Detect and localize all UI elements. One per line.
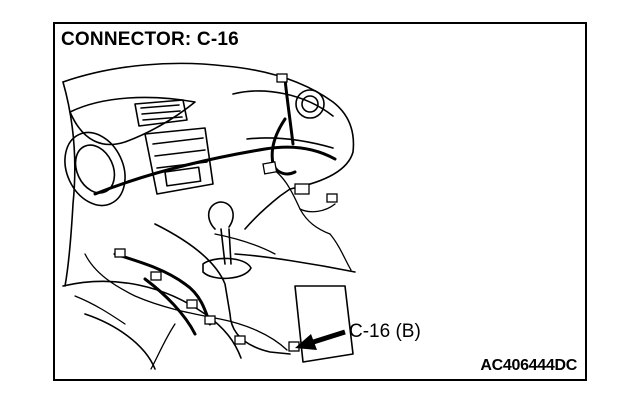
dash-left-outline: [62, 81, 76, 287]
console-outline: [154, 223, 291, 355]
connector: [262, 161, 278, 175]
connector: [114, 248, 126, 258]
shift-knob: [207, 201, 234, 230]
right-vent: [295, 89, 325, 119]
connector: [276, 73, 288, 83]
connectors: [114, 73, 338, 352]
dash-top-outline: [62, 62, 355, 230]
callout-arrow: [295, 329, 346, 350]
center-vent-left: [134, 99, 188, 127]
diagram-title: CONNECTOR: C-16: [61, 29, 243, 51]
steering-wheel-outline: [64, 131, 126, 207]
wiring-harness: [93, 77, 337, 336]
connector: [234, 335, 246, 345]
diagram-frame: CONNECTOR: C-16: [53, 22, 587, 381]
harness-main: [93, 145, 337, 196]
callout-label: C-16 (B): [349, 321, 421, 342]
connector: [204, 315, 216, 325]
instrument-hood: [69, 96, 196, 146]
dashboard-illustration: C-16 (B): [62, 62, 421, 370]
connector: [186, 299, 198, 309]
connector: [150, 271, 162, 281]
console-box: [294, 285, 354, 363]
connector: [326, 193, 338, 203]
figure-code: AC406444DC: [480, 357, 577, 374]
connector: [294, 183, 310, 195]
